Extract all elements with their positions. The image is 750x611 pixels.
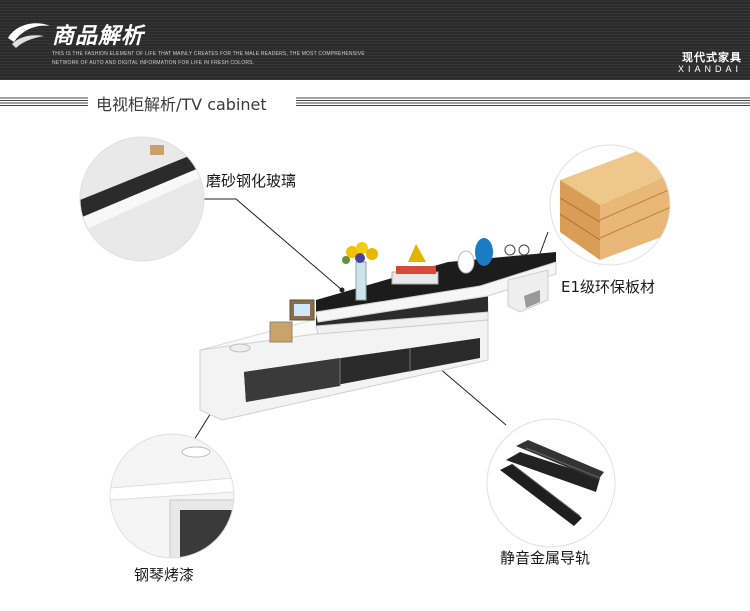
callout-label-rail: 静音金属导轨 bbox=[500, 549, 591, 567]
glass-detail-circle bbox=[79, 136, 205, 262]
section-divider-right bbox=[296, 96, 750, 106]
brand-name-cn: 现代式家具 bbox=[682, 51, 742, 64]
board-detail-circle bbox=[549, 144, 671, 266]
header-subtitle-line-1: THIS IS THE FASHION ELEMENT OF LIFE THAT… bbox=[52, 51, 365, 57]
brand-swoosh-icon bbox=[8, 23, 50, 48]
piano-paint-detail-circle bbox=[109, 433, 235, 559]
cabinet-decor bbox=[229, 238, 530, 353]
header-subtitle: THIS IS THE FASHION ELEMENT OF LIFE THAT… bbox=[52, 50, 392, 68]
metal-rail-detail-circle bbox=[486, 418, 616, 548]
callout-label-paint: 钢琴烤漆 bbox=[134, 566, 195, 584]
header-subtitle-line-2: NETWORK OF AUTO AND DIGITAL INFORMATION … bbox=[52, 60, 255, 66]
cabinet-upper-unit bbox=[315, 252, 557, 335]
callout-label-glass: 磨砂钢化玻璃 bbox=[206, 172, 297, 190]
section-divider-left bbox=[0, 96, 88, 106]
header-banner: 商品解析 THIS IS THE FASHION ELEMENT OF LIFE… bbox=[0, 0, 750, 80]
header-title: 商品解析 bbox=[52, 24, 145, 49]
section-title: 电视柜解析/TV cabinet bbox=[96, 95, 267, 114]
callout-label-board: E1级环保板材 bbox=[561, 278, 656, 296]
brand-name-en: XIANDAI bbox=[677, 64, 742, 74]
